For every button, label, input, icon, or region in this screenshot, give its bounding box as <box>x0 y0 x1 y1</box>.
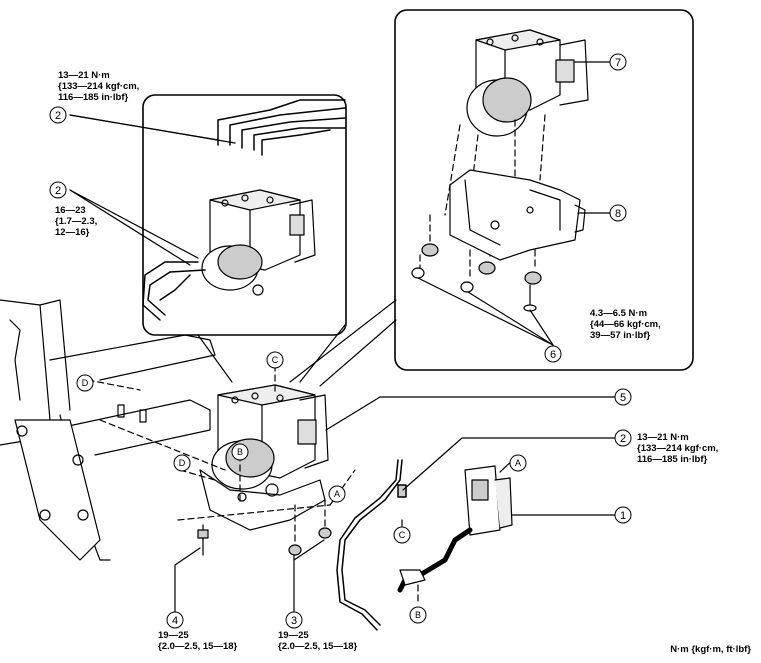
detail-inset-right <box>394 9 694 371</box>
ref-c1-ring <box>266 351 284 369</box>
callout-1-ring <box>614 506 632 524</box>
torque-line: {133—214 kgf·cm, <box>58 81 140 92</box>
ref-b2: B <box>415 610 421 620</box>
callout-7: 7 <box>615 57 621 69</box>
units-note: N·m {kgf·m, ft·lbf} <box>670 644 751 655</box>
bracket-insulators <box>411 243 542 312</box>
torque-line: {1.7—2.3, <box>55 216 98 227</box>
torque-line: 12—16} <box>55 227 90 238</box>
callout-2c: 2 <box>620 433 626 445</box>
ref-c1: C <box>272 355 279 365</box>
fasteners-main <box>197 527 332 556</box>
brake-pipes-inset <box>142 99 346 321</box>
callout-4: 4 <box>172 615 178 627</box>
torque-spec-brake-pipe-left: 16—23 {1.7—2.3, 12—16} <box>55 205 97 238</box>
torque-line: 16—23 <box>55 205 86 216</box>
vehicle-frame <box>0 299 216 561</box>
torque-line: 13—21 N·m <box>58 70 110 81</box>
torque-line: {2.0—2.5, 15—18} <box>158 641 238 652</box>
ref-c2-ring <box>393 526 411 544</box>
torque-spec-bolt-4: 19—25 {2.0—2.5, 15—18} <box>158 630 237 652</box>
callout-5: 5 <box>620 392 626 404</box>
callout-2a: 2 <box>55 110 61 122</box>
callout-3: 3 <box>291 615 297 627</box>
torque-line: 19—25 <box>278 630 309 641</box>
ref-a1: A <box>334 489 340 499</box>
torque-spec-nut-3: 19—25 {2.0—2.5, 15—18} <box>278 630 357 652</box>
detail-inset-left <box>142 94 347 336</box>
callout-6-ring <box>544 345 562 363</box>
callout-2b-ring <box>49 181 67 199</box>
torque-line: {2.0—2.5, 15—18} <box>278 641 358 652</box>
callout-8: 8 <box>615 208 621 220</box>
ref-d1-ring <box>76 374 94 392</box>
ref-c2: C <box>399 530 406 540</box>
ref-b1-ring <box>231 443 249 461</box>
torque-line: {133—214 kgf·cm, <box>637 443 719 454</box>
torque-line: 39—57 in·lbf} <box>590 330 651 341</box>
callout-2c-ring <box>614 429 632 447</box>
hydraulic-unit-inset <box>201 189 316 296</box>
hydraulic-unit-main <box>199 384 329 531</box>
torque-spec-bracket-bolts: 4.3—6.5 N·m {44—66 kgf·cm, 39—57 in·lbf} <box>590 308 661 341</box>
callout-7-ring <box>609 53 627 71</box>
ref-b2-ring <box>409 606 427 624</box>
ref-a2: A <box>515 458 521 468</box>
torque-line: 13—21 N·m <box>637 432 689 443</box>
callout-2b: 2 <box>55 185 61 197</box>
ref-d2-ring <box>173 454 191 472</box>
torque-line: 19—25 <box>158 630 189 641</box>
ref-a1-ring <box>328 485 346 503</box>
callout-3-ring <box>285 611 303 629</box>
ref-d2: D <box>179 458 186 468</box>
callout-8-ring <box>609 204 627 222</box>
callout-1: 1 <box>620 510 626 522</box>
hydraulic-unit-top <box>466 29 589 137</box>
torque-spec-brake-pipe-right: 13—21 N·m {133—214 kgf·cm, 116—185 in·lb… <box>637 432 718 465</box>
callout-4-ring <box>166 611 184 629</box>
torque-line: 116—185 in·lbf} <box>637 454 708 465</box>
bracket <box>449 169 586 261</box>
torque-line: {44—66 kgf·cm, <box>590 319 661 330</box>
ref-b1: B <box>237 447 243 457</box>
torque-spec-brake-pipe-top: 13—21 N·m {133—214 kgf·cm, 116—185 in·lb… <box>58 70 139 103</box>
ref-a2-ring <box>509 454 527 472</box>
wiring-harness-connector <box>397 465 513 593</box>
callout-5-ring <box>614 388 632 406</box>
callout-2a-ring <box>49 106 67 124</box>
callout-6: 6 <box>550 349 556 361</box>
brake-pipe <box>336 459 407 631</box>
torque-line: 116—185 in·lbf} <box>58 92 129 103</box>
ref-d1: D <box>82 378 89 388</box>
torque-line: 4.3—6.5 N·m <box>590 308 648 319</box>
